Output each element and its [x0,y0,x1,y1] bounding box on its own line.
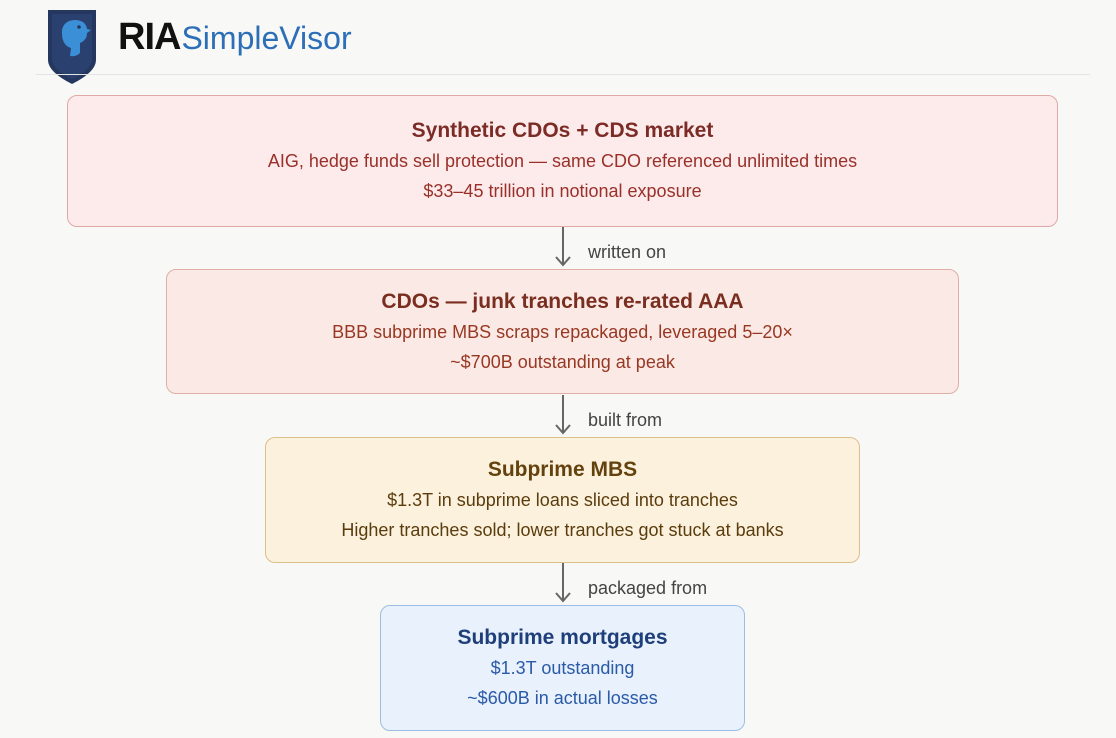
header-divider [36,74,1090,75]
node-title: Synthetic CDOs + CDS market [411,119,714,142]
header: RIA SimpleVisor [0,0,1116,84]
arrow-down-icon [555,395,571,435]
brand-simplevisor-text: SimpleVisor [181,20,352,56]
shield-logo-icon [48,10,96,84]
node-detail: ~$600B in actual losses [467,688,658,708]
node-detail: AIG, hedge funds sell protection — same … [267,151,858,171]
node-cdos: CDOs — junk tranches re-rated AAA BBB su… [166,269,959,394]
edge-label-built-from: built from [588,410,663,430]
node-subprime-mbs: Subprime MBS $1.3T in subprime loans sli… [265,437,860,563]
arrow-down-icon [555,227,571,267]
node-detail: BBB subprime MBS scraps repackaged, leve… [332,321,793,342]
node-subprime-mortgages: Subprime mortgages $1.3T outstanding ~$6… [380,605,745,731]
brand-logo[interactable]: RIA SimpleVisor [118,16,352,60]
edge-label-packaged-from: packaged from [588,578,708,598]
node-title: CDOs — junk tranches re-rated AAA [381,289,744,313]
brand-ria-text: RIA [118,16,181,58]
node-detail: $1.3T in subprime loans sliced into tran… [387,490,738,510]
edge-label-written-on: written on [588,242,667,262]
node-detail: ~$700B outstanding at peak [450,351,675,372]
arrow-down-icon [555,563,571,603]
node-detail: Higher tranches sold; lower tranches got… [341,520,784,540]
node-title: Subprime mortgages [457,626,668,649]
node-detail: $33–45 trillion in notional exposure [423,181,702,201]
node-title: Subprime MBS [487,458,638,481]
node-synthetic-cdos: Synthetic CDOs + CDS market AIG, hedge f… [67,95,1058,227]
node-detail: $1.3T outstanding [490,658,635,678]
